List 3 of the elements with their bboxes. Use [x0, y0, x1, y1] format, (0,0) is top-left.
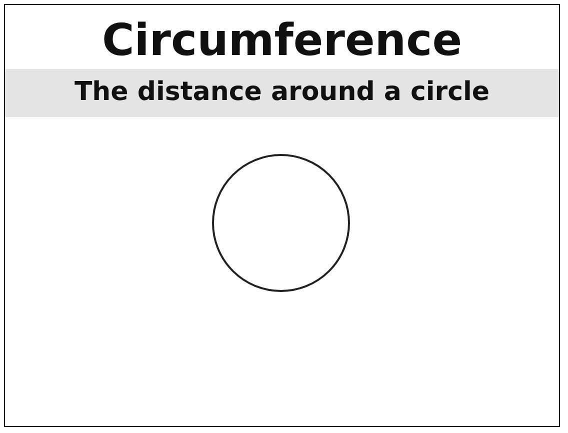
subtitle: The distance around a circle [73, 77, 491, 107]
circle-drawing [211, 153, 351, 293]
slide-title: Circumference [100, 15, 464, 66]
